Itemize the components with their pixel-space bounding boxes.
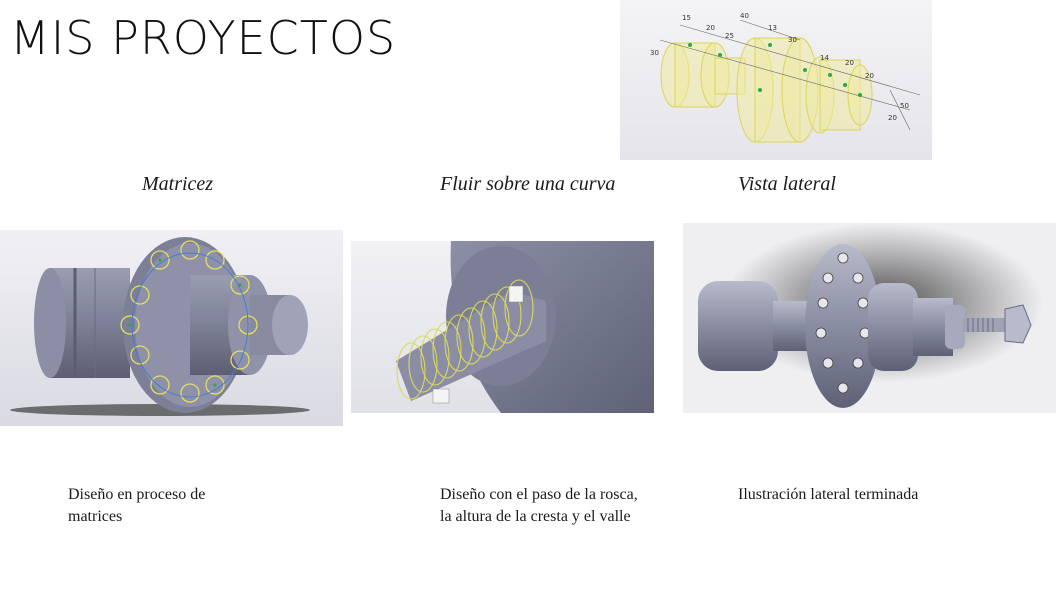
dimension-label: 40	[740, 12, 749, 20]
description-line: Ilustración lateral terminada	[738, 486, 919, 503]
dimension-label: 20	[706, 24, 715, 32]
caption-vista-lateral: Vista lateral	[738, 173, 836, 195]
description-matrices: Diseño en proceso de matrices	[68, 484, 205, 528]
dimension-label: 15	[682, 14, 691, 22]
description-line: Diseño en proceso de	[68, 486, 206, 503]
finished-side-view-image	[683, 223, 1056, 413]
caption-fluir-sobre-curva: Fluir sobre una curva	[440, 173, 616, 195]
description-line: matrices	[68, 508, 123, 525]
page-title: MIS PROYECTOS	[10, 11, 397, 65]
dimension-label: 25	[725, 32, 734, 40]
dimension-label: 30	[650, 49, 659, 57]
description-line: Diseño con el paso de la rosca,	[440, 486, 638, 503]
description-lateral: Ilustración lateral terminada	[738, 484, 918, 506]
description-line: la altura de la cresta y el valle	[440, 508, 631, 525]
description-rosca: Diseño con el paso de la rosca, la altur…	[440, 484, 638, 528]
dimension-label: 13	[768, 24, 777, 32]
dimension-label: 20	[865, 72, 874, 80]
dimension-label: 50	[900, 102, 909, 110]
dimension-label: 20	[888, 114, 897, 122]
dimension-label: 30	[788, 36, 797, 44]
thread-design-image	[351, 241, 654, 413]
dimension-sketch-image: 15 40 20 30 13 14 20 30 50 20 25 20	[620, 0, 932, 160]
dimension-label: 14	[820, 54, 829, 62]
matrix-design-image	[0, 230, 343, 426]
dimension-label: 20	[845, 59, 854, 67]
caption-matricez: Matricez	[142, 173, 214, 195]
